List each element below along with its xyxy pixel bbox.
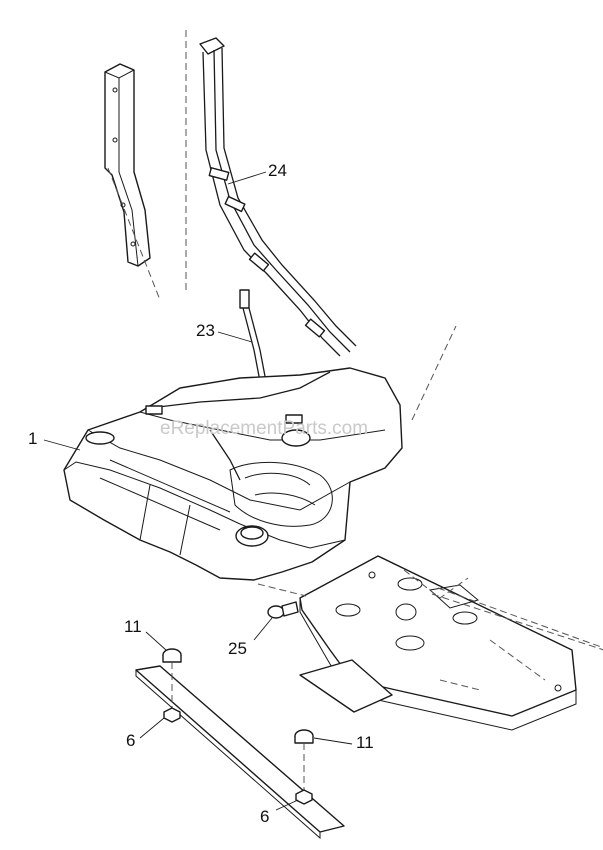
callout-6: 6 [126, 731, 135, 750]
fuel-tank [63, 367, 403, 581]
fuel-fill-hose [199, 37, 357, 357]
frame-tube [104, 63, 161, 301]
strap-bar [135, 665, 345, 840]
nut [295, 789, 313, 805]
watermark: eReplacementParts.com [160, 418, 368, 439]
grommet [294, 729, 314, 794]
callout-6: 6 [260, 807, 269, 826]
mounting-plate [299, 555, 603, 731]
fitting [267, 601, 299, 619]
grommet [162, 648, 182, 712]
callout-25: 25 [228, 639, 247, 658]
leader-lines [43, 171, 353, 811]
alignment-line [411, 325, 457, 421]
callout-23: 23 [196, 321, 215, 340]
callout-11: 11 [356, 733, 374, 752]
nut [163, 707, 181, 723]
callout-1: 1 [28, 429, 37, 448]
callout-11: 11 [124, 617, 142, 636]
alignment-line [257, 583, 307, 597]
callout-24: 24 [268, 161, 287, 180]
